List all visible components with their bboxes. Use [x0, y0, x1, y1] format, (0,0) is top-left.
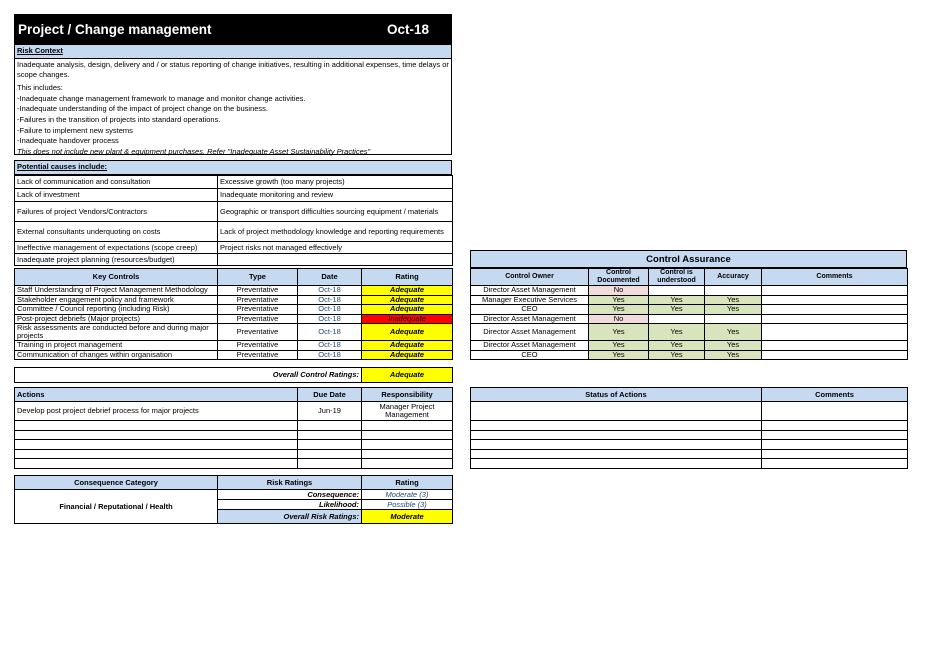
table-header-row: Status of Actions Comments	[470, 387, 908, 402]
rating-badge: Adequate	[361, 304, 453, 315]
context-line: -Failures in the transition of projects …	[17, 114, 221, 124]
table-row	[14, 458, 453, 469]
overall-risk-rating: Moderate	[361, 509, 453, 524]
table-row	[470, 458, 908, 469]
rating-badge: Adequate	[361, 349, 453, 360]
table-row: Staff Understanding of Project Managemen…	[14, 285, 453, 296]
table-row	[470, 401, 908, 421]
likelihood-value: Possible (3)	[361, 499, 453, 510]
table-row: External consultants underquoting on cos…	[14, 221, 453, 242]
consequence-category: Financial / Reputational / Health	[14, 489, 218, 524]
table-row: Director Asset Management No	[470, 285, 908, 296]
table-row: Communication of changes within organisa…	[14, 349, 453, 360]
table-row: Committee / Council reporting (including…	[14, 304, 453, 315]
context-line: -Failure to implement new systems	[17, 125, 133, 135]
table-row	[470, 429, 908, 440]
table-row: Ineffective management of expectations (…	[14, 241, 453, 254]
table-header-row: Consequence Category Risk Ratings Rating	[14, 475, 453, 490]
actions-table: Actions Due Date Responsibility Develop …	[14, 387, 453, 469]
rating-badge: Inadequate	[361, 313, 453, 324]
context-line: -Inadequate change management framework …	[17, 93, 306, 103]
causes-heading: Potential causes include:	[14, 160, 452, 175]
rating-badge: Adequate	[361, 323, 453, 341]
table-row: Develop post project debrief process for…	[14, 401, 453, 421]
table-row	[470, 420, 908, 431]
rating-badge: Adequate	[361, 340, 453, 351]
table-row	[14, 420, 453, 431]
status-actions-table: Status of Actions Comments	[470, 387, 908, 469]
page-header: Project / Change management Oct-18	[14, 14, 452, 44]
page-title: Project / Change management	[18, 22, 212, 37]
table-row: Financial / Reputational / Health Conseq…	[14, 489, 453, 524]
table-row: Post-project debriefs (Major projects) P…	[14, 313, 453, 324]
table-row: Training in project management Preventat…	[14, 340, 453, 351]
rating-badge: Adequate	[361, 294, 453, 305]
table-row: Inadequate project planning (resources/b…	[14, 253, 453, 266]
table-row	[14, 439, 453, 450]
consequence-value: Moderate (3)	[361, 489, 453, 500]
key-controls-table: Key Controls Type Date Rating Staff Unde…	[14, 268, 453, 360]
overall-control-row: Overall Control Ratings: Adequate	[14, 367, 453, 383]
context-line: -Inadequate understanding of the impact …	[17, 104, 269, 114]
context-line: This does not include new plant & equipm…	[17, 146, 371, 156]
table-row: Director Asset Management Yes Yes Yes	[470, 323, 908, 341]
table-row: Director Asset Management No	[470, 313, 908, 324]
control-assurance-title: Control Assurance	[470, 250, 907, 268]
table-row	[470, 448, 908, 459]
table-row: CEO Yes Yes Yes	[470, 304, 908, 315]
rating-badge: Adequate	[361, 285, 453, 296]
overall-control-label: Overall Control Ratings:	[14, 367, 362, 383]
table-row	[470, 439, 908, 450]
table-row: Director Asset Management Yes Yes Yes	[470, 340, 908, 351]
table-row: Risk assessments are conducted before an…	[14, 323, 453, 341]
control-assurance-table: Control Owner Control Documented Control…	[470, 268, 908, 360]
table-row: Manager Executive Services Yes Yes Yes	[470, 294, 908, 305]
table-row: Overall Risk Ratings: Moderate	[15, 509, 453, 524]
context-line: -Inadequate handover process	[17, 136, 119, 146]
table-row	[14, 448, 453, 459]
risk-context-heading: Risk Context	[14, 44, 452, 59]
risk-ratings-table: Consequence Category Risk Ratings Rating…	[14, 475, 453, 524]
table-row	[14, 429, 453, 440]
table-row: CEO Yes Yes Yes	[470, 349, 908, 360]
header-date: Oct-18	[387, 22, 430, 37]
table-row: Stakeholder engagement policy and framew…	[14, 294, 453, 305]
table-header-row: Control Owner Control Documented Control…	[470, 268, 908, 286]
context-line: This includes:	[17, 83, 63, 93]
risk-context-body: Inadequate analysis, design, delivery an…	[14, 59, 452, 156]
overall-control-rating: Adequate	[361, 367, 453, 383]
table-header-row: Key Controls Type Date Rating	[14, 268, 453, 286]
context-line: Inadequate analysis, design, delivery an…	[17, 60, 449, 79]
table-header-row: Actions Due Date Responsibility	[14, 387, 453, 402]
